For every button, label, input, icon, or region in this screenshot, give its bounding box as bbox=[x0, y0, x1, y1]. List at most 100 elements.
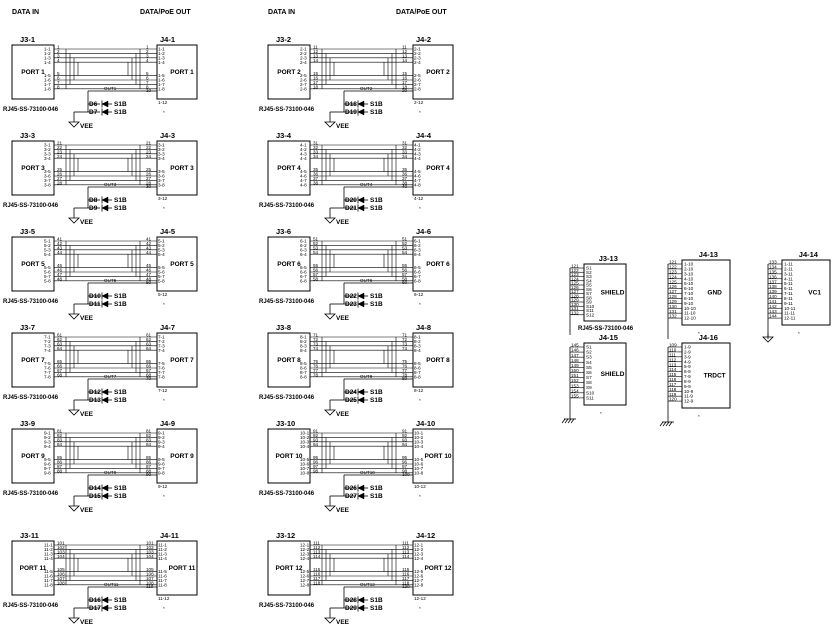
out-net-label: 84 bbox=[146, 442, 152, 447]
part-number: RJ45-SS-73100-046 bbox=[259, 603, 315, 609]
block-pin-label: 5-9 bbox=[684, 364, 691, 369]
in-net-label: 96 bbox=[313, 460, 319, 465]
j4-connector-box bbox=[156, 332, 198, 388]
out-net-label: 46 bbox=[146, 268, 152, 273]
j3-pin-label: 11-3 bbox=[44, 551, 53, 556]
out-net-label: 54 bbox=[402, 250, 408, 255]
j3-ref: J3-12 bbox=[276, 531, 295, 540]
block-earth-hatch-0 bbox=[561, 418, 566, 424]
diode-value: S1B bbox=[114, 389, 127, 396]
j4-pin-label: 6-5 bbox=[414, 265, 421, 270]
j4-pin-label: 4-5 bbox=[414, 169, 421, 174]
diode-value: S1B bbox=[370, 301, 383, 308]
block-label: SHIELD bbox=[601, 290, 625, 297]
asterisk: * bbox=[419, 606, 421, 611]
block-pin-label: 11-10 bbox=[684, 311, 696, 316]
j4-pin-label: 9-1 bbox=[158, 431, 165, 436]
in-net-label: 61 bbox=[57, 333, 63, 338]
j3-port-label: PORT 5 bbox=[21, 261, 45, 268]
j4-pin-label: 8-7 bbox=[414, 370, 421, 375]
vee-label: VEE bbox=[336, 315, 350, 322]
block-pin-label: 9-11 bbox=[784, 301, 793, 306]
j3-pin-label: 9-6 bbox=[44, 462, 51, 467]
j3-pin-label: 12-5 bbox=[300, 569, 310, 574]
shared-blocks: J3-13SHIELDS1121S2122S3123S4124S5125S612… bbox=[561, 250, 831, 427]
diode-D19-body bbox=[357, 108, 365, 116]
j3-ref: J3-6 bbox=[276, 227, 291, 236]
j4-pin-label: 4-7 bbox=[414, 178, 421, 183]
j4-pin-label: 7-7 bbox=[158, 370, 165, 375]
j3-pin-label: 6-2 bbox=[300, 243, 307, 248]
j3-pin-label: 8-5 bbox=[300, 361, 307, 366]
in-net-label: 91 bbox=[313, 429, 319, 434]
j4-pin-label: 11-6 bbox=[158, 574, 167, 579]
j4-pin-label: 6-7 bbox=[414, 274, 421, 279]
out-net-label: 15 bbox=[402, 71, 408, 76]
j3-port-label: PORT 9 bbox=[21, 453, 45, 460]
j3-pin-label: 8-4 bbox=[300, 348, 307, 353]
j4-ref: J4-6 bbox=[416, 227, 431, 236]
block-net-label: 113 bbox=[669, 362, 677, 367]
j3-pin-label: 1-1 bbox=[44, 47, 51, 52]
block-net-label: 123 bbox=[669, 269, 677, 274]
j3-pin-label: 2-1 bbox=[300, 47, 307, 52]
diode-D20-body bbox=[357, 196, 365, 204]
j3-pin-label: 1-6 bbox=[44, 78, 51, 83]
in-net-label: 7 bbox=[57, 80, 60, 85]
block-pin-label: 1-10 bbox=[684, 262, 694, 267]
j4-pin-label: 10-5 bbox=[414, 457, 424, 462]
out-net-label: 93 bbox=[402, 437, 408, 442]
j4-connector-box bbox=[156, 140, 198, 196]
diode-ref: D29 bbox=[345, 605, 357, 612]
j3-port-label: PORT 10 bbox=[275, 453, 302, 460]
vee-ground-triangle bbox=[68, 313, 80, 320]
block-pin-label: S3 bbox=[586, 355, 592, 360]
diode-D11-body bbox=[101, 300, 109, 308]
diode-ref: D6 bbox=[89, 101, 98, 108]
j4-bottom-pin: 12-12 bbox=[414, 596, 426, 601]
block-pin-label: S1 bbox=[586, 266, 592, 271]
j4-pin-label: 3-2 bbox=[158, 147, 165, 152]
j4-pin-label: 5-1 bbox=[158, 239, 165, 244]
block-net-label: 122 bbox=[669, 265, 677, 270]
block-net-label: 121 bbox=[571, 264, 579, 269]
j3-pin-label: 9-3 bbox=[44, 439, 51, 444]
j4-connector-box bbox=[412, 428, 454, 484]
out-label: OUT7 bbox=[104, 374, 117, 379]
block-earth-hatch-0 bbox=[659, 421, 664, 427]
j4-pin-label: 11-7 bbox=[158, 578, 167, 583]
j4-pin-label: 6-3 bbox=[414, 247, 421, 252]
block-net-label: 120 bbox=[669, 397, 677, 402]
block-pin-label: S6 bbox=[586, 287, 592, 292]
j4-pin-label: 2-4 bbox=[414, 60, 421, 65]
out-label: OUT10 bbox=[360, 470, 375, 475]
in-net-label: 118 bbox=[313, 580, 321, 585]
block-net-label: 153 bbox=[571, 383, 579, 388]
out-net: 30 bbox=[146, 184, 152, 189]
out-net-label: 34 bbox=[402, 154, 408, 159]
in-net-label: 108 bbox=[57, 580, 65, 585]
block-pin-label: 8-9 bbox=[684, 379, 691, 384]
j4-pin-label: 2-6 bbox=[414, 78, 421, 83]
out-net-label: 45 bbox=[146, 263, 152, 268]
out-net-label: 81 bbox=[146, 429, 152, 434]
block-pin-label: 4-11 bbox=[784, 276, 793, 281]
j4-ref: J4-7 bbox=[160, 323, 175, 332]
j4-connector-box bbox=[412, 140, 454, 196]
vee-label: VEE bbox=[80, 315, 94, 322]
diode-value: S1B bbox=[114, 493, 127, 500]
j3-connector-box bbox=[267, 140, 311, 196]
j4-pin-label: 3-5 bbox=[158, 169, 165, 174]
diode-D22-body bbox=[357, 292, 365, 300]
block-pin-label: 7-9 bbox=[684, 374, 691, 379]
block-pin-label: 1-9 bbox=[684, 345, 691, 350]
vee-label: VEE bbox=[336, 619, 350, 626]
in-net-label: 76 bbox=[313, 364, 319, 369]
out-net-label: 75 bbox=[402, 359, 408, 364]
j3-pin-label: 8-7 bbox=[300, 370, 307, 375]
j4-pin-label: 3-4 bbox=[158, 156, 165, 161]
j4-pin-label: 9-5 bbox=[158, 457, 165, 462]
